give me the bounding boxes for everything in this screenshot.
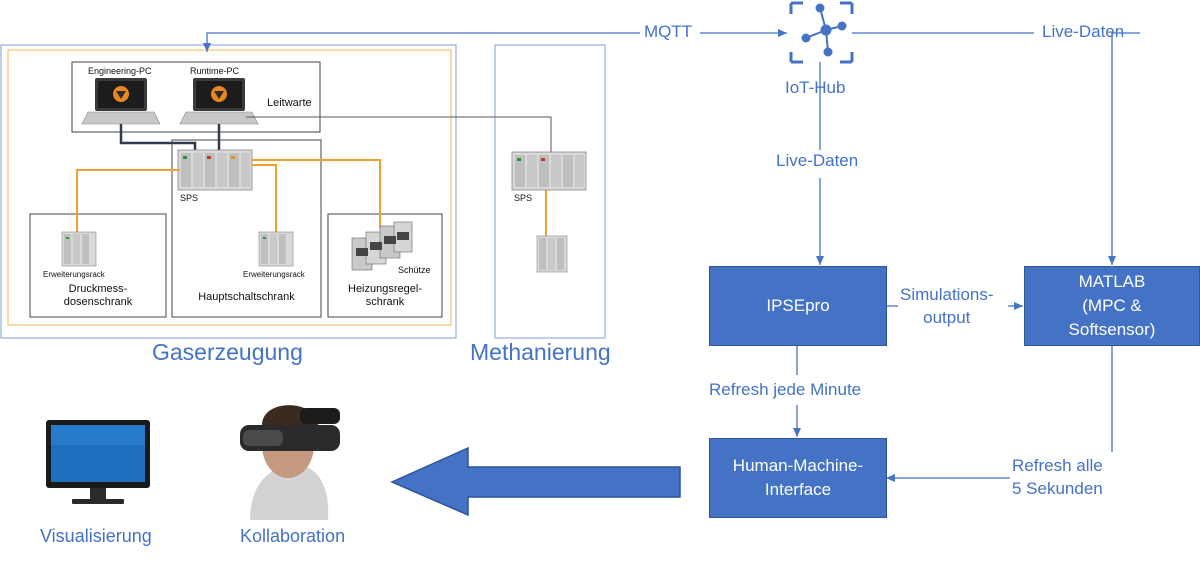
expansion-rack-main-device — [258, 231, 294, 267]
iot-hub-icon — [789, 1, 854, 64]
simulation-output-line-1: Simulations- — [900, 285, 994, 304]
pressure-cabinet-box — [29, 213, 167, 318]
simulation-output-line-2: output — [923, 308, 971, 327]
live-data-mid-label: Live-Daten — [776, 151, 859, 170]
methanation-label: Methanierung — [470, 339, 611, 365]
methanation-frame — [494, 44, 606, 339]
main-cabinet-label: Hauptschaltschrank — [198, 291, 295, 303]
heating-cabinet-box — [327, 213, 443, 318]
main-cabinet-box — [171, 139, 322, 318]
ipsepro-box: IPSEpro — [709, 266, 887, 346]
sps-label: SPS — [180, 193, 199, 203]
heating-cabinet-line-1: Heizungsregel- — [348, 283, 422, 295]
control-room-box — [71, 61, 321, 133]
heating-cabinet-line-2: schrank — [365, 296, 405, 308]
matlab-line-1: MATLAB — [1078, 272, 1146, 291]
sps-methanation-plc — [511, 151, 587, 191]
hmi-line-1: Human-Machine- — [732, 456, 864, 475]
collaboration-label: Kollaboration — [240, 526, 346, 546]
iot-hub-label: IoT-Hub — [785, 78, 846, 97]
expansion-rack-left-label: Erweiterungsrack — [43, 270, 105, 279]
live-data-top-label: Live-Daten — [1042, 22, 1125, 41]
sps-main-plc — [177, 149, 253, 191]
hmi-line-2: Interface — [764, 480, 832, 499]
expansion-rack-left-device — [61, 231, 97, 267]
contactor-devices — [351, 221, 413, 271]
monitor-icon — [46, 420, 150, 504]
big-left-arrow — [390, 446, 681, 517]
pressure-cabinet-line-1: Druckmess- — [68, 283, 128, 295]
pressure-cabinet-label: Druckmess- dosenschrank — [30, 283, 166, 309]
matlab-line-3: Softsensor) — [1068, 320, 1156, 339]
simulation-output-label: Simulations- output — [900, 283, 994, 329]
contactor-label: Schütze — [398, 265, 431, 275]
visualization-label: Visualisierung — [40, 526, 152, 546]
runtime-pc-label: Runtime-PC — [190, 66, 240, 76]
engineering-pc-label: Engineering-PC — [88, 66, 152, 76]
mixed-reality-headset-icon — [240, 405, 340, 520]
expansion-rack-main-label: Erweiterungsrack — [243, 270, 305, 279]
heating-cabinet-label: Heizungsregel- schrank — [328, 283, 442, 309]
control-room-label: Leitwarte — [267, 97, 312, 109]
gas-production-label: Gaserzeugung — [152, 339, 303, 365]
runtime-pc-laptop — [179, 78, 259, 125]
hmi-box: Human-Machine- Interface — [709, 438, 887, 518]
ipsepro-label: IPSEpro — [766, 296, 830, 315]
refresh-5s-line-1: Refresh alle — [1012, 456, 1103, 475]
matlab-line-2: (MPC & — [1082, 296, 1142, 315]
engineering-pc-laptop — [81, 78, 161, 125]
sps-methanation-label: SPS — [514, 193, 533, 203]
pressure-cabinet-line-2: dosenschrank — [63, 296, 133, 308]
refresh-5s-label: Refresh alle 5 Sekunden — [1012, 454, 1103, 500]
mqtt-label: MQTT — [644, 22, 693, 41]
gas-production-frame — [0, 44, 457, 339]
gas-production-inner-frame — [7, 49, 452, 326]
methanation-expansion-rack — [536, 235, 568, 273]
refresh-5s-line-2: 5 Sekunden — [1012, 479, 1103, 498]
refresh-minute-label: Refresh jede Minute — [709, 380, 862, 399]
matlab-box: MATLAB (MPC & Softsensor) — [1024, 266, 1200, 346]
